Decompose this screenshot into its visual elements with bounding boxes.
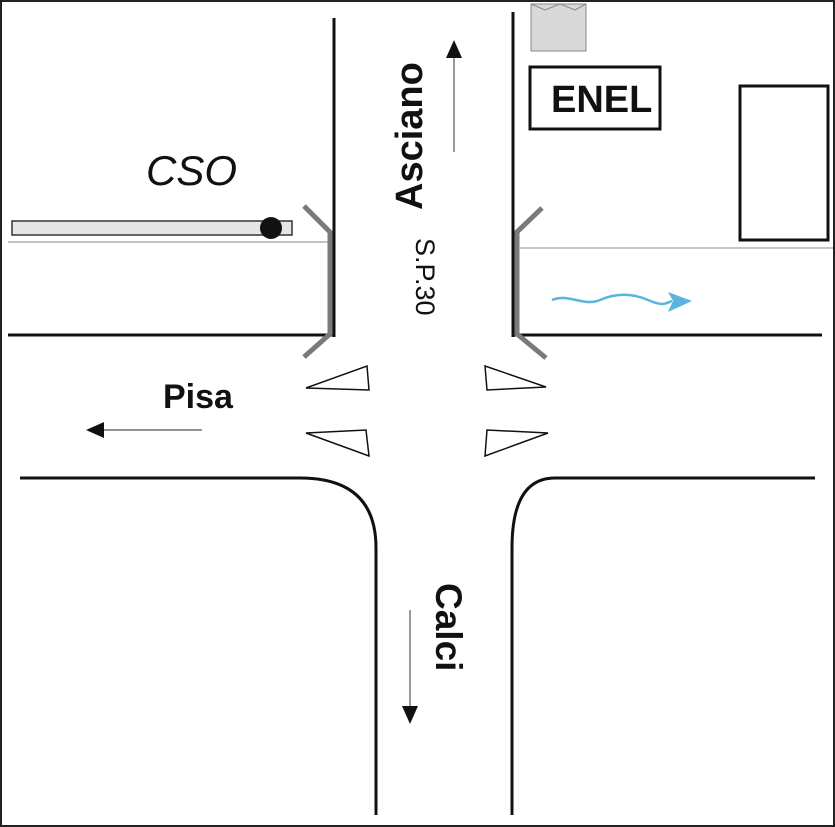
yield-triangle-se — [484, 429, 549, 458]
calci-label: Calci — [428, 583, 469, 671]
guardrail-left — [302, 204, 333, 359]
guardrail-right — [514, 206, 548, 360]
south-east-corner-edge — [510, 476, 815, 815]
top-marker — [530, 3, 587, 52]
road-id-label: S.P.30 — [410, 238, 440, 316]
south-west-corner-edge — [20, 476, 378, 815]
pisa-label: Pisa — [163, 378, 234, 416]
enel-building — [528, 65, 662, 131]
asciano-label: Asciano — [389, 62, 431, 210]
enel-label: ENEL — [551, 79, 652, 121]
top-marker-edge — [530, 3, 587, 11]
water-flow-line — [551, 293, 673, 306]
water-flow-head — [668, 292, 692, 312]
building-right — [738, 84, 830, 242]
yield-triangle-sw — [305, 429, 370, 458]
yield-triangle-ne — [484, 364, 547, 391]
cso-label: CSO — [146, 147, 237, 194]
barrier-arm — [11, 220, 293, 236]
barrier-pivot — [260, 217, 282, 239]
yield-triangle-nw — [305, 364, 370, 391]
arrow-north-head — [446, 40, 462, 58]
arrow-south-head — [402, 706, 418, 724]
arrow-west-head — [86, 422, 104, 438]
